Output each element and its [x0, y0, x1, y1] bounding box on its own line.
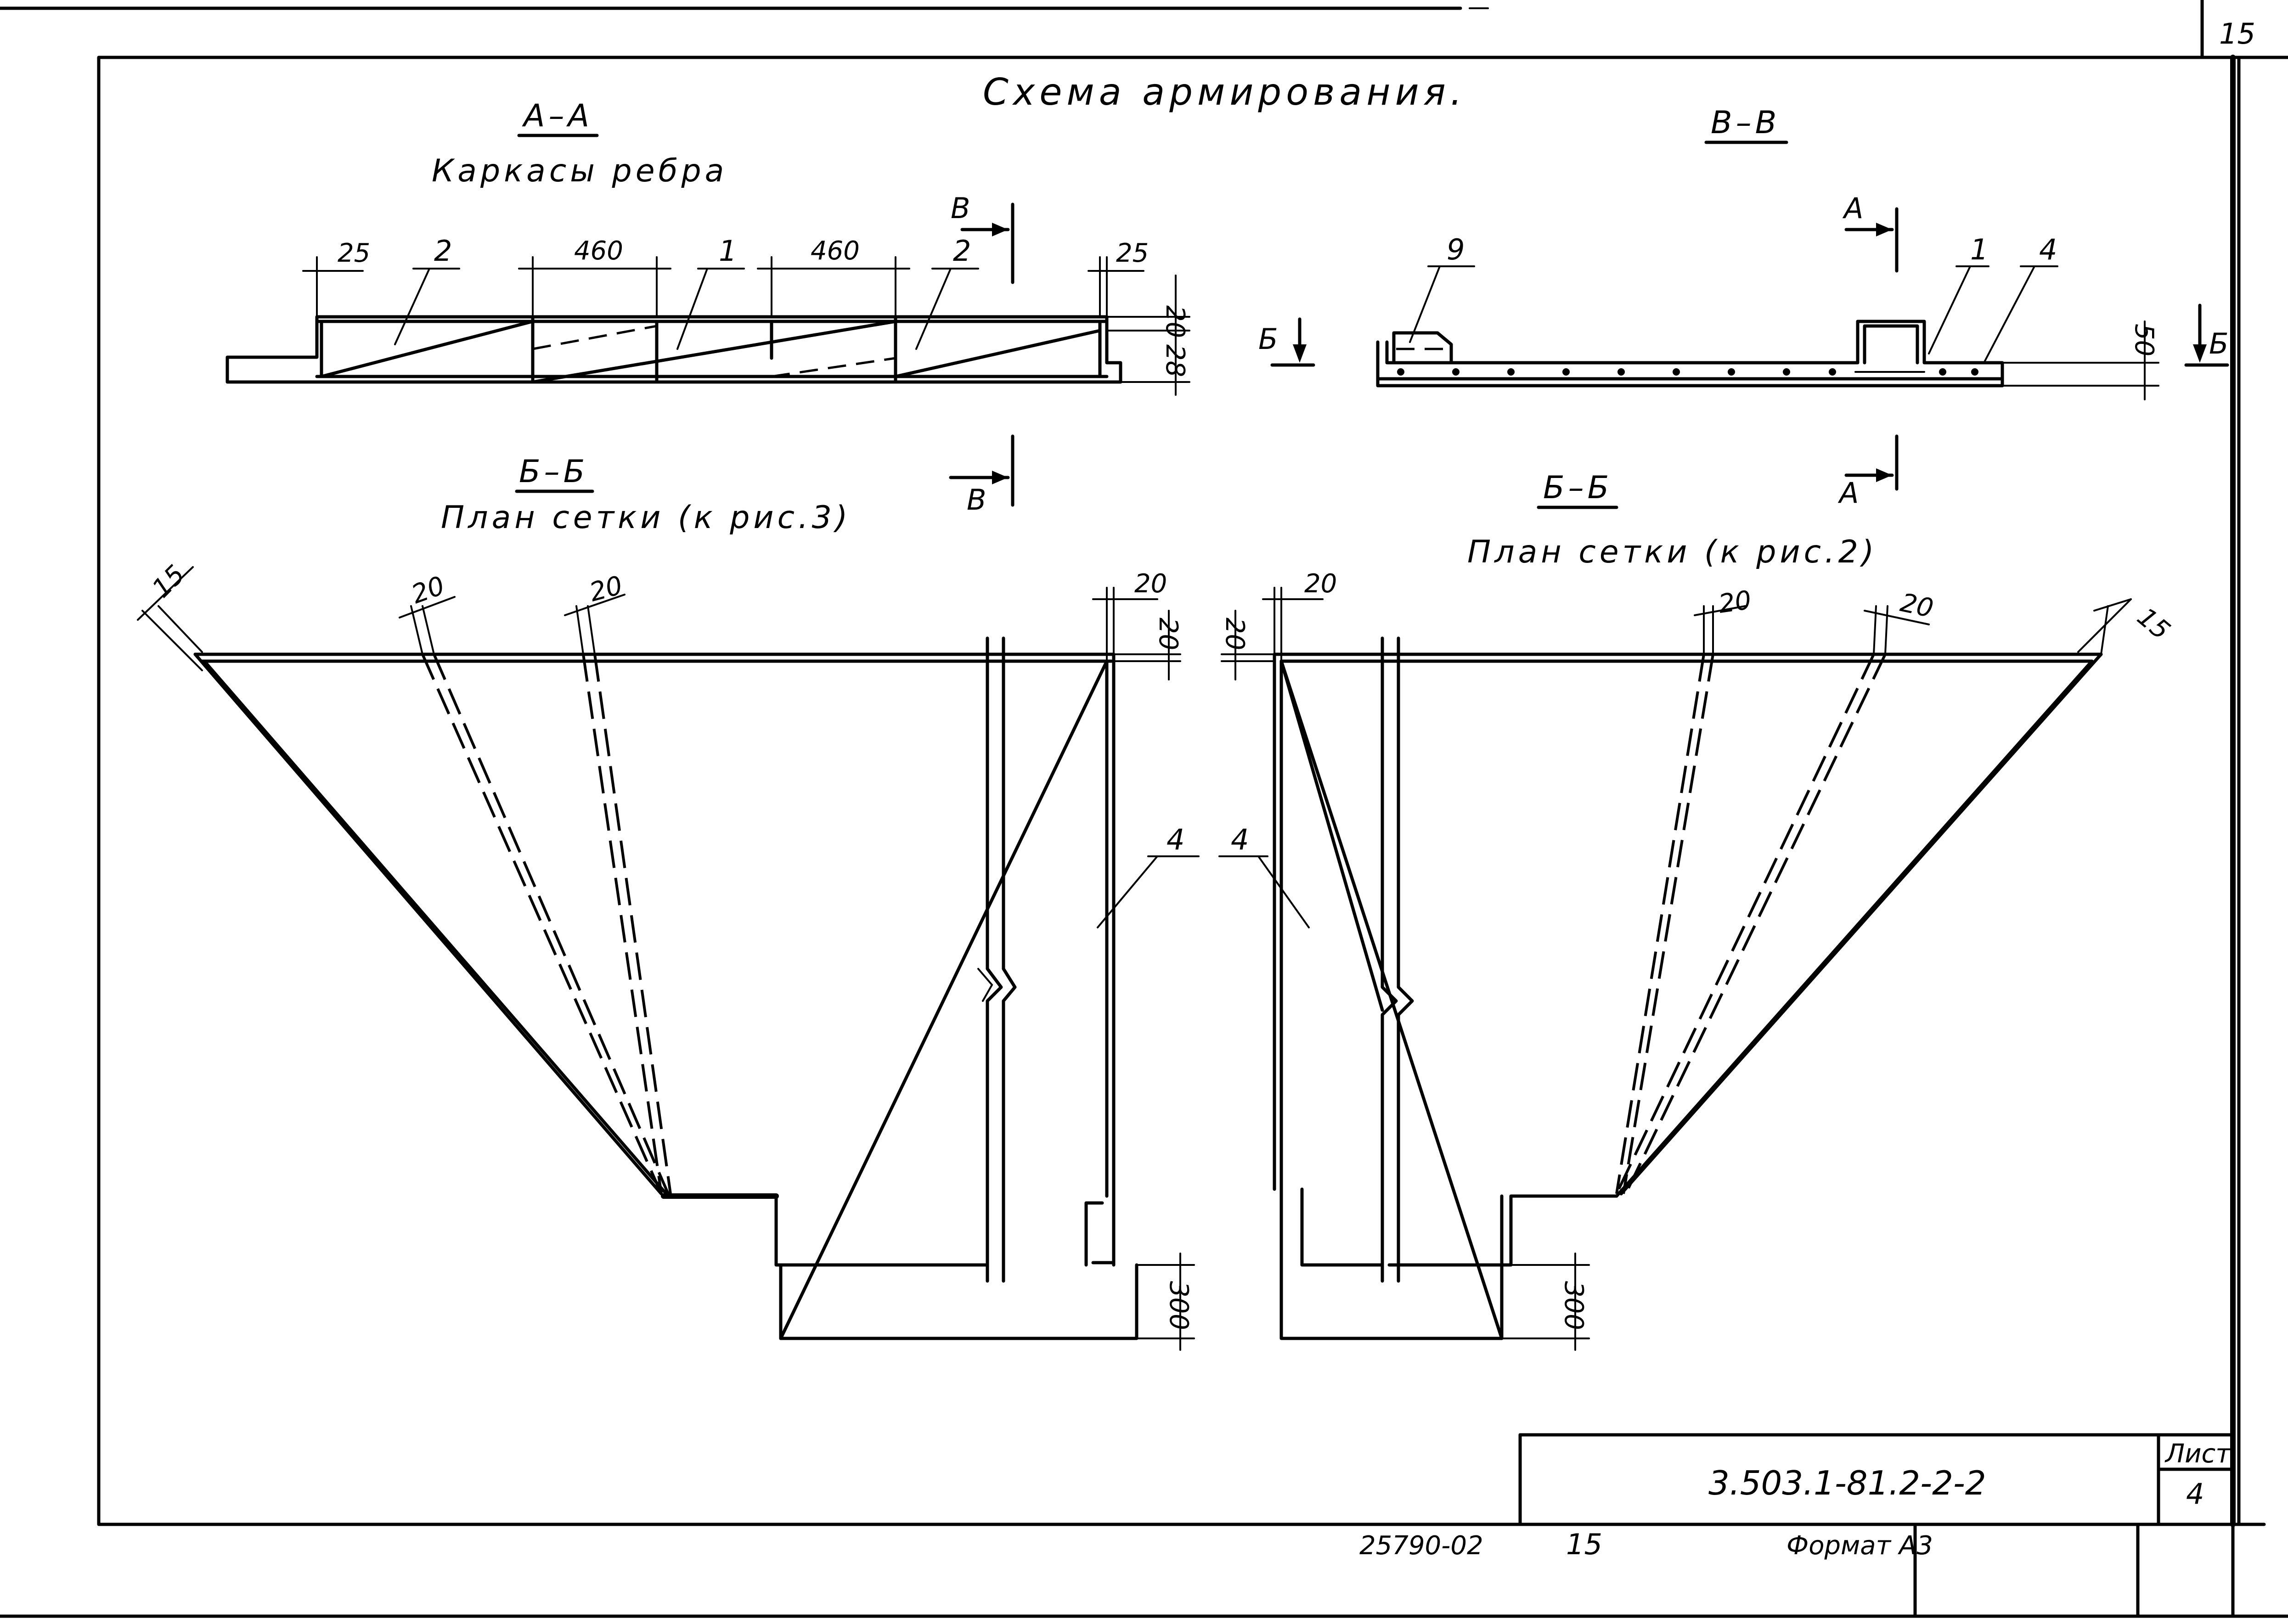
cut-v-bottom: В — [949, 434, 1014, 517]
cut-v-top: В — [951, 191, 970, 225]
sheet-number: 15 — [2219, 17, 2255, 51]
plan-right-label: Б–Б — [1543, 470, 1612, 506]
plan-right-d20b: 20 — [1220, 618, 1250, 650]
section-aa: А–А Каркасы ребра 25 460 460 — [225, 98, 1190, 396]
dim-right-edge: 25 — [1116, 238, 1149, 268]
dim-height-50: 50 — [2129, 324, 2159, 356]
plan-left-callout: 4 — [1167, 823, 1184, 856]
callout-9: 9 — [1447, 233, 1465, 266]
section-aa-label: А–А — [522, 98, 593, 134]
dim-height-top: 20 — [1160, 305, 1190, 338]
sheet-label: Лист — [2164, 1439, 2231, 1469]
plan-left-label: Б–Б — [519, 454, 588, 490]
cut-a-top: А — [1842, 191, 1863, 225]
dim-height-bottom: 28 — [1160, 344, 1190, 377]
plan-right-callout: 4 — [1231, 823, 1249, 856]
callout-mid: 1 — [719, 234, 737, 268]
plan-left-subtitle: План сетки (к рис.3) — [441, 500, 851, 536]
plan-right-d15: 15 — [2131, 602, 2175, 646]
cut-b-right: Б — [2209, 327, 2229, 360]
format-label: Формат А3 — [1786, 1531, 1933, 1561]
cut-v-bottom-label: В — [967, 483, 986, 517]
callout-4: 4 — [2039, 233, 2057, 266]
plan-right-subtitle: План сетки (к рис.2) — [1467, 534, 1877, 570]
bar-dots — [1397, 368, 1978, 376]
plan-left-d15: 15 — [147, 560, 191, 604]
dim-left-edge: 25 — [338, 238, 370, 268]
plan-right: Б–Б План сетки (к рис.2) 20 20 — [1218, 470, 2175, 1351]
callout-right: 2 — [953, 234, 971, 268]
plan-right-d20a: 20 — [1304, 569, 1337, 599]
plan-right-d20d: 20 — [1898, 588, 1936, 624]
inv-suffix: 15 — [1566, 1528, 1602, 1561]
plan-left-d20b: 20 — [586, 570, 626, 607]
plan-right-d300: 300 — [1559, 1281, 1589, 1330]
plan-left-d300: 300 — [1164, 1281, 1194, 1330]
cut-b-left: Б — [1258, 322, 1278, 356]
section-vv: В–В 9 1 4 50 Б — [1258, 105, 2229, 510]
plan-left-d20a: 20 — [408, 571, 449, 610]
section-vv-label: В–В — [1711, 105, 1780, 141]
inv-number: 25790-02 — [1359, 1531, 1483, 1561]
dim-span-2: 460 — [811, 236, 860, 266]
callout-1: 1 — [1970, 233, 1988, 266]
plan-left: Б–Б План сетки (к рис.3) 15 20 — [137, 454, 1200, 1351]
plan-left-d20c: 20 — [1134, 569, 1167, 599]
dim-span-1: 460 — [574, 236, 623, 266]
plan-right-d20c: 20 — [1717, 585, 1753, 619]
cut-a-bottom: А — [1837, 476, 1859, 510]
title-block — [1518, 1433, 2266, 1618]
section-aa-subtitle: Каркасы ребра — [432, 153, 727, 189]
sheet-no: 4 — [2186, 1477, 2204, 1511]
drawing-title: Схема армирования. — [983, 71, 1466, 113]
plan-left-d20d: 20 — [1153, 618, 1183, 650]
doc-code: 3.503.1-81.2-2-2 — [1708, 1464, 1986, 1502]
callout-left: 2 — [434, 234, 452, 268]
